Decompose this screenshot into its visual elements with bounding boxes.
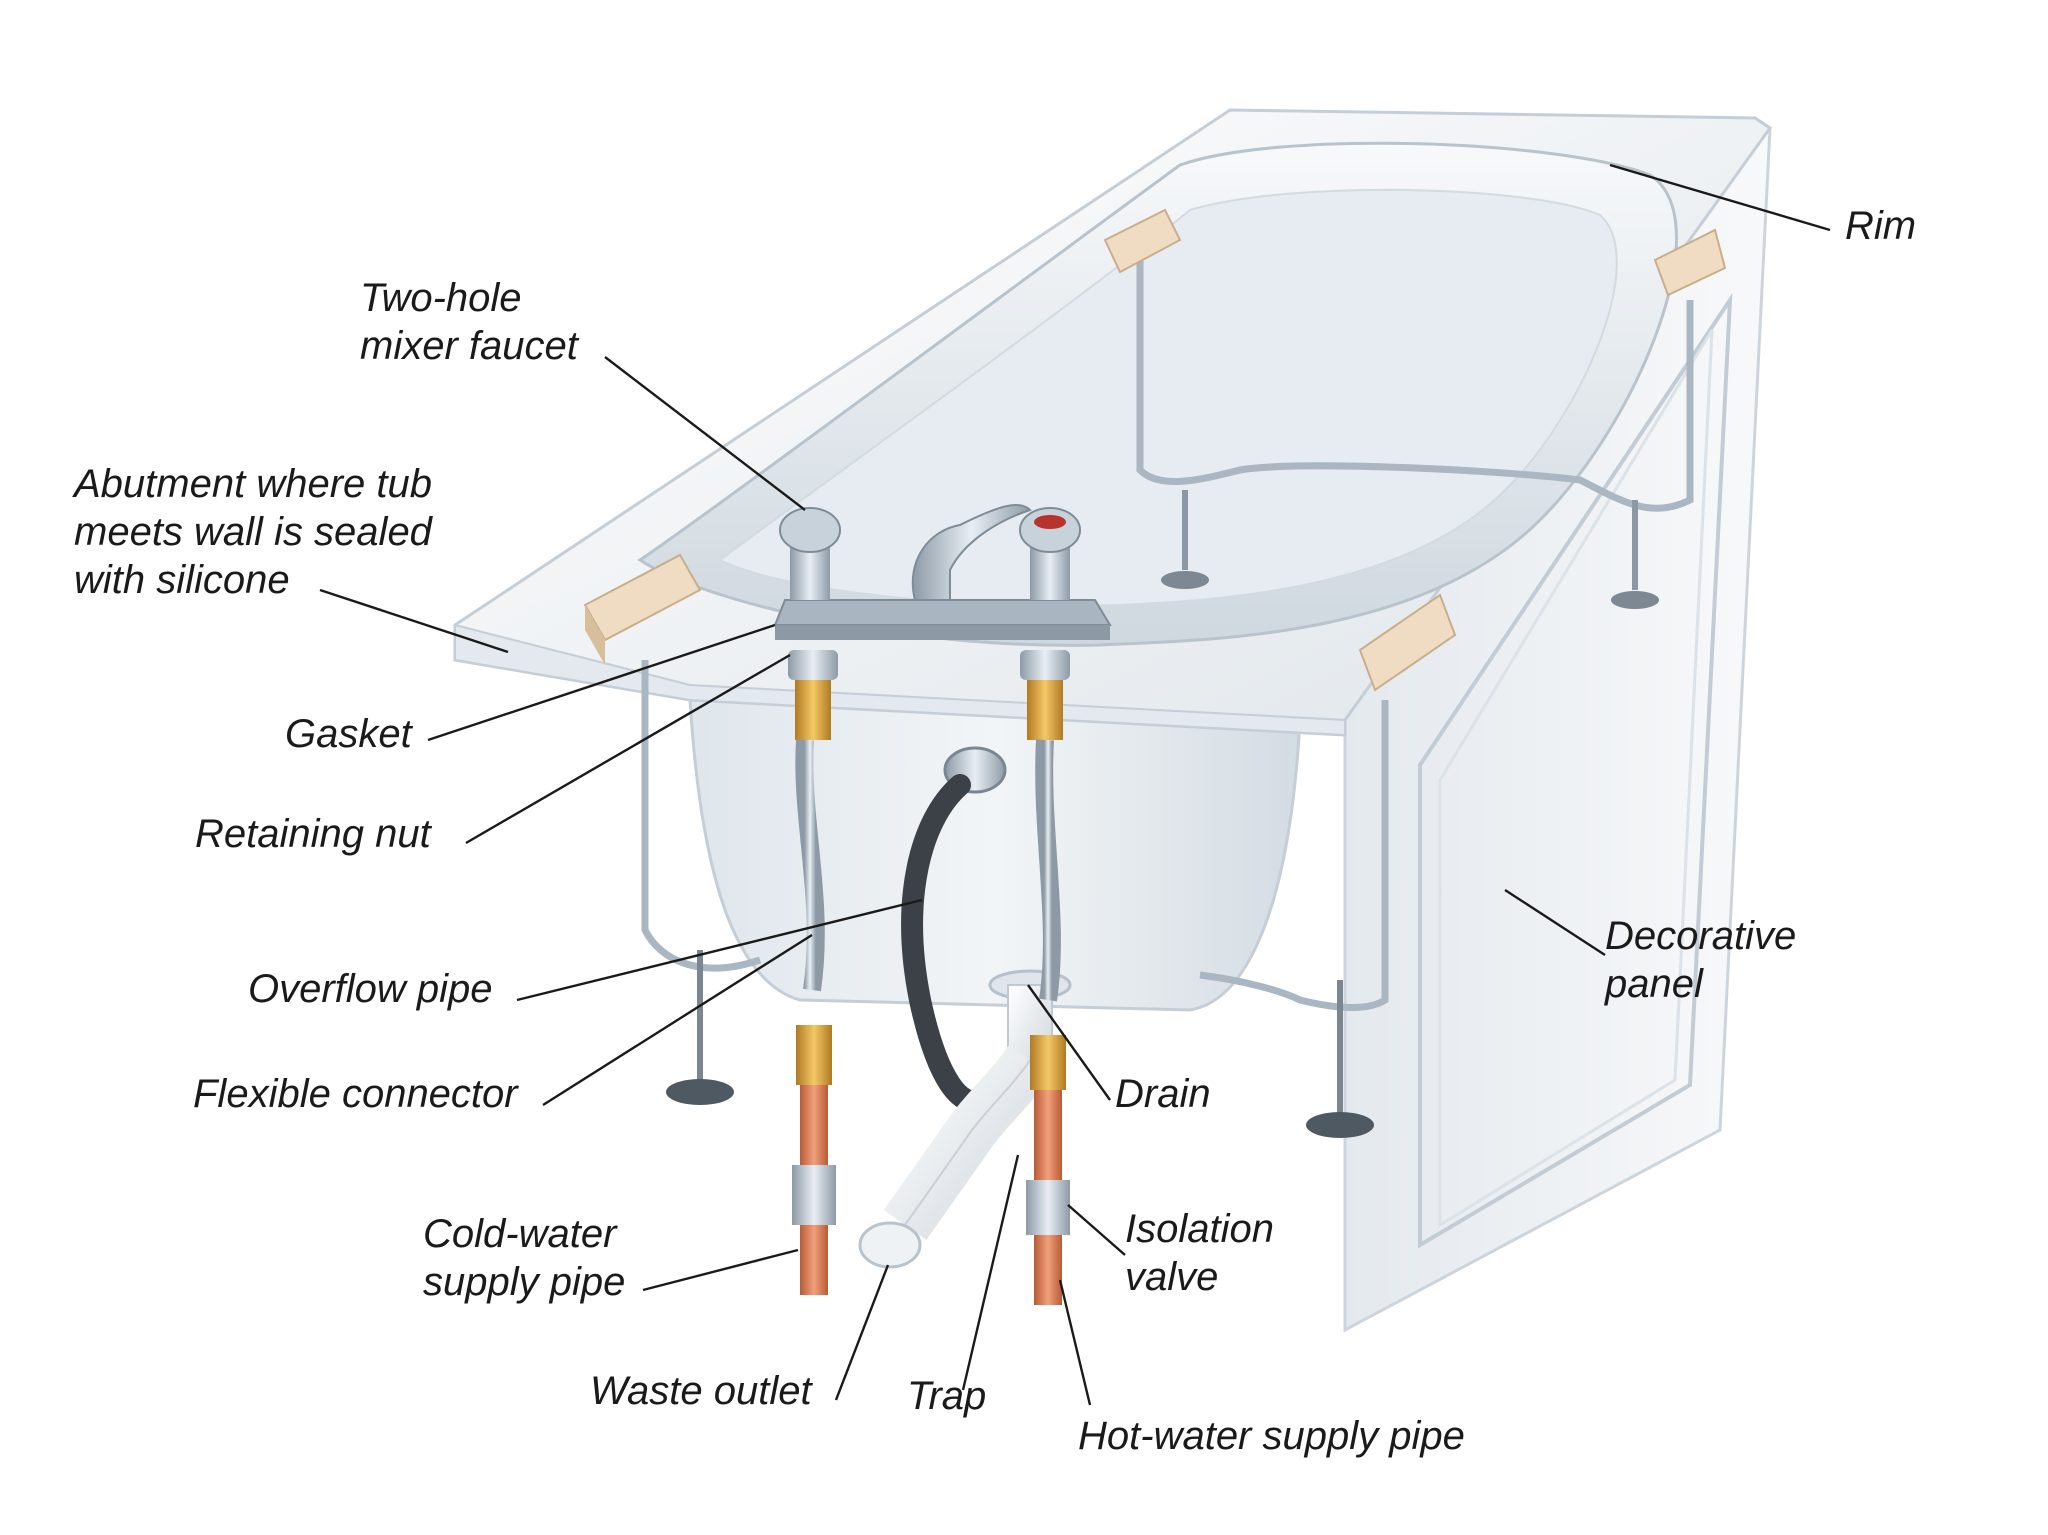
label-gasket: Gasket [285, 712, 412, 756]
label-overflow-pipe: Overflow pipe [248, 967, 493, 1011]
leader-gasket [427, 623, 776, 742]
label-isolation-valve: Isolation valve [1125, 1207, 1274, 1299]
leader-trap [961, 1154, 1020, 1391]
label-decorative-panel: Decorative panel [1605, 914, 1797, 1006]
label-rim: Rim [1845, 204, 1917, 248]
leader-cold [642, 1248, 799, 1292]
label-trap: Trap [907, 1374, 987, 1418]
leader-drain [1027, 984, 1111, 1101]
label-waste-outlet: Waste outlet [590, 1369, 812, 1413]
label-retaining-nut: Retaining nut [195, 812, 431, 856]
label-drain: Drain [1115, 1072, 1211, 1116]
leader-faucet [604, 356, 806, 511]
leader-retaining-nut [465, 653, 791, 845]
tub-rim [453, 108, 1773, 737]
leader-waste [834, 1264, 890, 1401]
leader-rim [1609, 163, 1831, 232]
label-two-hole-mixer-faucet: Two-hole mixer faucet [360, 276, 578, 368]
label-flexible-connector: Flexible connector [193, 1072, 518, 1116]
support-frame [641, 255, 1694, 1138]
leader-hot [1058, 1279, 1092, 1406]
label-cold-water-supply-pipe: Cold-water supply pipe [423, 1212, 626, 1304]
hot-water-supply [1020, 650, 1070, 1305]
cold-water-supply [788, 650, 838, 1295]
leader-panel [1504, 888, 1606, 957]
label-hot-water-supply-pipe: Hot-water supply pipe [1078, 1414, 1465, 1458]
leader-overflow [516, 898, 923, 1002]
tub-shell [688, 698, 1302, 1012]
leader-abutment [319, 588, 509, 654]
leader-flexible [542, 933, 813, 1107]
wood-blocks [583, 208, 1727, 692]
leader-lines [319, 163, 1831, 1406]
leader-isolation [1067, 1204, 1126, 1256]
mixer-faucet [773, 504, 1112, 640]
label-abutment: Abutment where tub meets wall is sealed … [74, 462, 432, 602]
